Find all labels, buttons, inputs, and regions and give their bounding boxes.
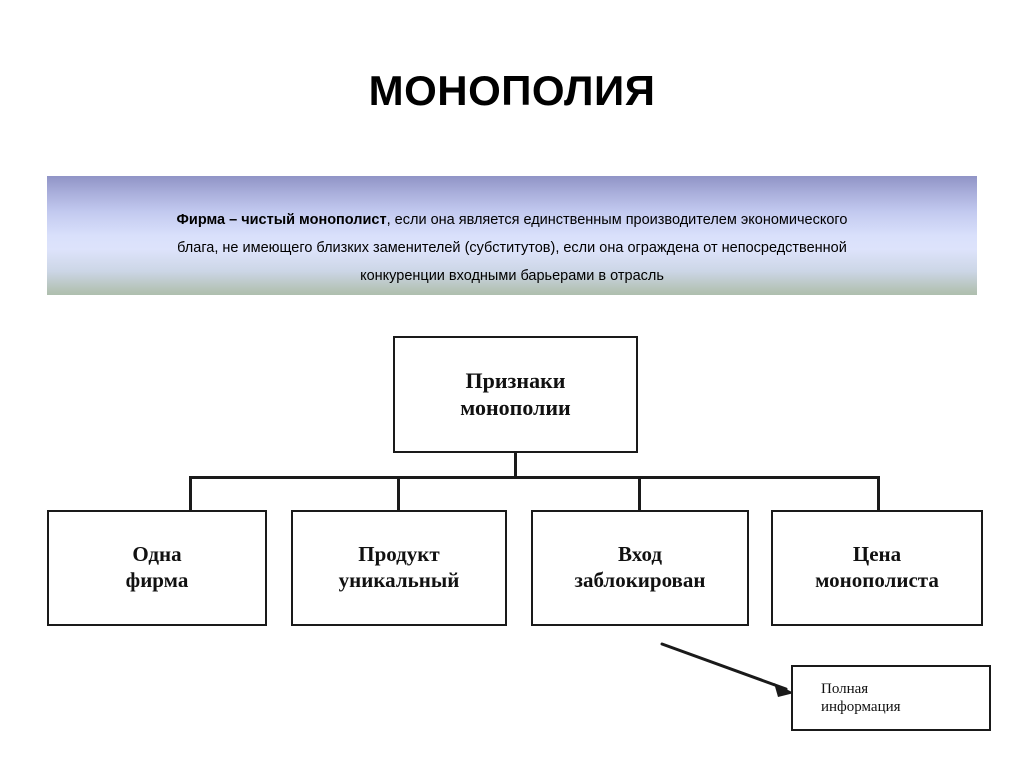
diagram-node-entry-blocked-line-1: Вход: [618, 542, 662, 567]
diagram-node-root-line-1: Признаки: [465, 367, 566, 393]
diagram-node-full-information-line-2: информация: [821, 699, 901, 715]
definition-line-1-rest: , если она является единственным произво…: [386, 212, 848, 228]
definition-banner: Фирма – чистый монополист, если она явля…: [47, 176, 977, 295]
definition-lead-term: Фирма – чистый монополист: [176, 212, 387, 228]
diagram-node-unique-product: Продукт уникальный: [291, 510, 507, 626]
diagram-node-root-line-2: монополии: [460, 394, 571, 420]
diagram-node-one-firm: Одна фирма: [47, 510, 267, 626]
connector-drop-leaf-1: [189, 476, 192, 511]
connector-drop-leaf-4: [877, 476, 880, 511]
diagram-node-monopolist-price: Цена монополиста: [771, 510, 983, 626]
diagram-node-one-firm-line-1: Одна: [132, 542, 182, 567]
connector-root-stem: [514, 452, 517, 479]
connector-drop-leaf-3: [638, 476, 641, 511]
diagram-node-root: Признаки монополии: [393, 336, 638, 453]
diagram-node-monopolist-price-line-2: монополиста: [815, 568, 939, 592]
page-title: МОНОПОЛИЯ: [368, 67, 656, 114]
diagram-node-unique-product-line-1: Продукт: [358, 542, 440, 567]
diagram-node-entry-blocked: Вход заблокирован: [531, 510, 749, 626]
diagram-node-monopolist-price-line-1: Цена: [852, 542, 902, 567]
definition-line-2: блага, не имеющего близких заменителей (…: [177, 240, 847, 256]
definition-line-1: Фирма – чистый монополист, если она явля…: [63, 206, 961, 234]
diagram-node-full-information-line-1: Полная: [821, 680, 869, 697]
diagram-node-one-firm-line-2: фирма: [125, 568, 189, 592]
diagram-node-unique-product-line-2: уникальный: [338, 568, 460, 592]
connector-horizontal-bus: [189, 476, 879, 479]
diagram-node-entry-blocked-line-2: заблокирован: [574, 568, 706, 592]
diagram-node-full-information: Полная информация: [791, 665, 991, 731]
connector-drop-leaf-2: [397, 476, 400, 511]
definition-line-3: конкуренции входными барьерами в отрасль: [360, 268, 664, 284]
arrow-icon: [660, 642, 794, 697]
